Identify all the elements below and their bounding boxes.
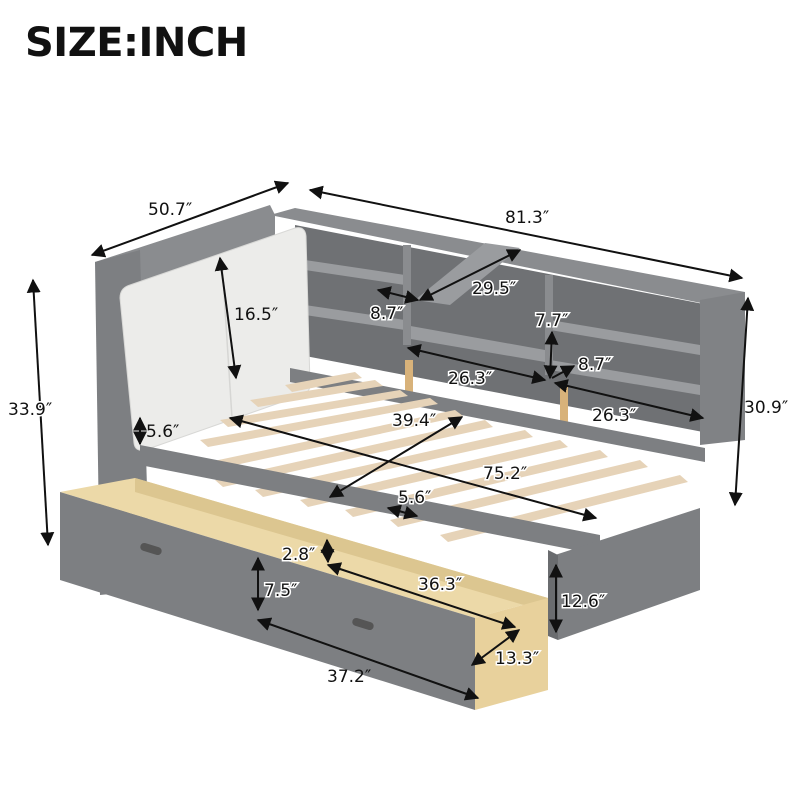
footboard	[548, 508, 700, 640]
drawer-width-label: 13.3″	[495, 649, 539, 669]
bookcase-backboard	[270, 208, 745, 445]
footboard-height-label: 12.6″	[561, 592, 605, 612]
overall-height-right-label: 30.9″	[744, 398, 788, 418]
overall-length-label: 81.3″	[505, 208, 549, 228]
overall-width-label: 50.7″	[148, 200, 192, 220]
shelf-top-depth-label: 8.7″	[370, 304, 403, 324]
drawer-front-height-label: 7.5″	[264, 581, 297, 601]
shelf-top-length-label: 29.5″	[472, 279, 516, 299]
drawer-length-label: 37.2″	[327, 667, 371, 687]
shelf-opening-height-label: 7.7″	[535, 311, 568, 331]
size-unit-title: SIZE:INCH	[25, 20, 248, 66]
dimension-labels: 50.7″ 81.3″ 33.9″ 30.9″ 16.5″ 5.6″ 8.7″ …	[7, 200, 789, 687]
side-rail-height-label: 5.6″	[146, 422, 179, 442]
drawer-inner-depth-label: 2.8″	[282, 545, 315, 565]
shelf-length-left-label: 26.3″	[448, 369, 492, 389]
mattress-width-label: 39.4″	[392, 411, 436, 431]
mattress-length-label: 75.2″	[483, 464, 527, 484]
overall-height-left-label: 33.9″	[8, 400, 52, 420]
shelf-depth-label: 8.7″	[578, 355, 611, 375]
dimension-arrows	[26, 180, 755, 701]
shelf-length-right-label: 26.3″	[592, 406, 636, 426]
cushion-height-label: 16.5″	[234, 305, 278, 325]
drawer-inner-length-label: 36.3″	[418, 575, 462, 595]
slat-gap-label: 5.6″	[398, 488, 431, 508]
